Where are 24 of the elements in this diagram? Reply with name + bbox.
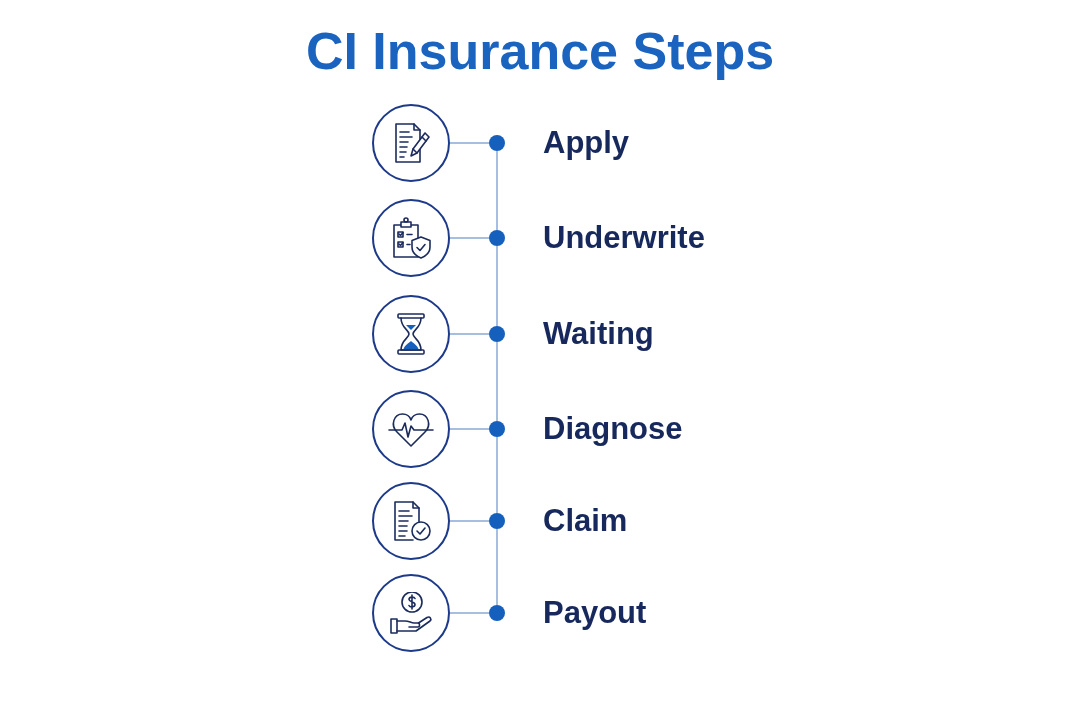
- timeline-dot: [489, 135, 505, 151]
- connector-line: [449, 520, 490, 522]
- connector-line: [449, 612, 490, 614]
- step-label: Underwrite: [543, 219, 705, 257]
- connector-line: [496, 245, 498, 327]
- connector-line: [496, 150, 498, 231]
- step-label: Diagnose: [543, 410, 683, 448]
- connector-line: [496, 436, 498, 514]
- timeline-dot: [489, 513, 505, 529]
- timeline-dot: [489, 230, 505, 246]
- title: CI Insurance Steps: [305, 22, 775, 82]
- step-label: Payout: [543, 594, 647, 632]
- connector-line: [449, 333, 490, 335]
- timeline-dot: [489, 605, 505, 621]
- connector-line: [496, 528, 498, 606]
- connector-line: [449, 428, 490, 430]
- step-label: Apply: [543, 124, 630, 162]
- timeline-dot: [489, 421, 505, 437]
- timeline-dot: [489, 326, 505, 342]
- connector-line: [496, 341, 498, 422]
- step-label: Waiting: [543, 315, 654, 353]
- connector-line: [449, 237, 490, 239]
- connector-line: [449, 142, 490, 144]
- step-label: Claim: [543, 502, 628, 540]
